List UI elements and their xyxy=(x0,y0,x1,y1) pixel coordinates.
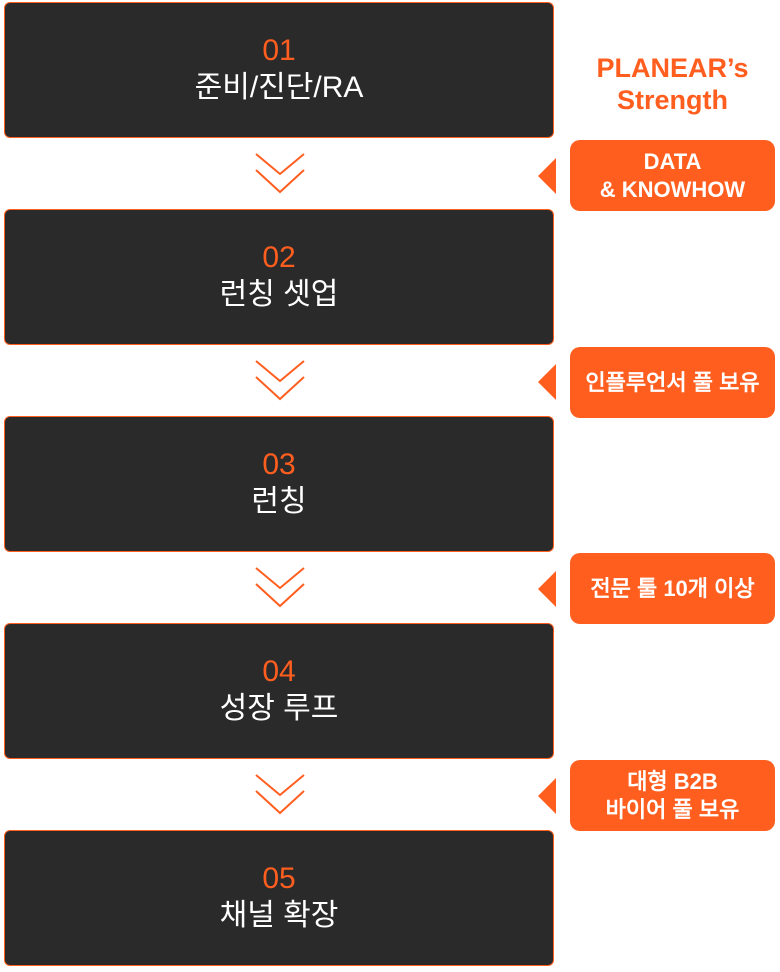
step-label: 준비/진단/RA xyxy=(194,71,364,104)
pointer-triangle-icon xyxy=(538,158,556,194)
step-label: 런칭 셋업 xyxy=(219,278,339,311)
step-label: 채널 확장 xyxy=(219,899,339,932)
pointer-triangle-icon xyxy=(538,364,556,400)
double-chevron-down-icon xyxy=(255,774,305,815)
strength-badge: 전문 툴 10개 이상 xyxy=(570,553,775,624)
step-05: 05 채널 확장 xyxy=(4,830,554,966)
step-03: 03 런칭 xyxy=(4,416,554,552)
step-01: 01 준비/진단/RA xyxy=(4,2,554,138)
double-chevron-down-icon xyxy=(255,567,305,608)
double-chevron-down-icon xyxy=(255,153,305,194)
strength-title: PLANEAR’s Strength xyxy=(596,53,749,115)
step-04: 04 성장 루프 xyxy=(4,623,554,759)
step-label: 런칭 xyxy=(251,485,307,518)
strength-badge: 인플루언서 풀 보유 xyxy=(570,347,775,418)
step-number: 04 xyxy=(262,655,296,688)
double-chevron-down-icon xyxy=(255,360,305,401)
pointer-triangle-icon xyxy=(538,571,556,607)
step-number: 01 xyxy=(262,34,296,67)
pointer-triangle-icon xyxy=(538,778,556,814)
step-number: 05 xyxy=(262,862,296,895)
step-number: 02 xyxy=(262,241,296,274)
step-02: 02 런칭 셋업 xyxy=(4,209,554,345)
step-label: 성장 루프 xyxy=(219,692,339,725)
strength-badge: 대형 B2B 바이어 풀 보유 xyxy=(570,760,775,831)
strength-badge: DATA & KNOWHOW xyxy=(570,140,775,211)
step-number: 03 xyxy=(262,448,296,481)
